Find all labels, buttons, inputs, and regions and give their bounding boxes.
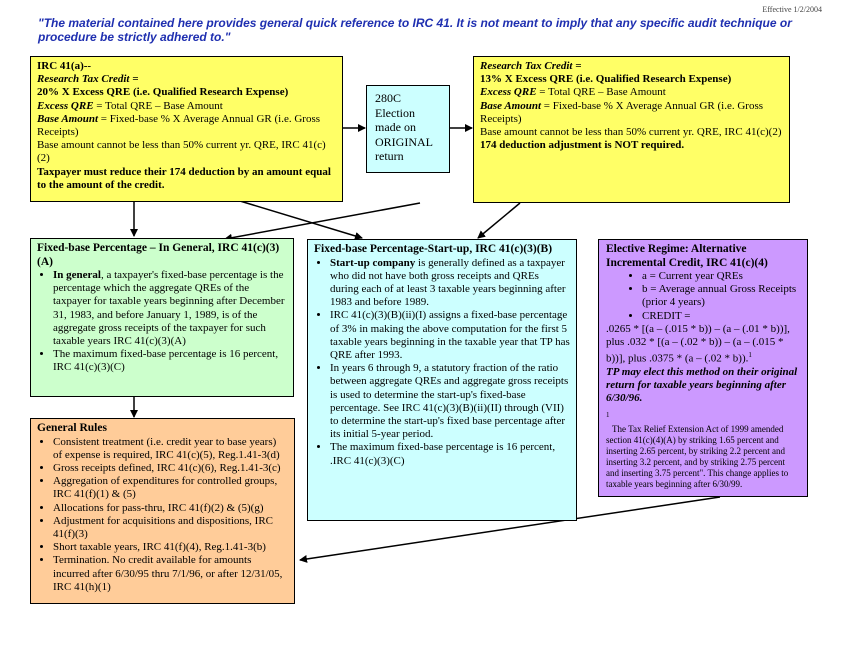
arrow-elective-to-rules [299, 496, 721, 563]
list-item: CREDIT = [642, 310, 800, 323]
list-item: Allocations for pass-thru, IRC 41(f)(2) … [53, 502, 288, 515]
base-amount-min-280c: Base amount cannot be less than 50% curr… [480, 126, 782, 139]
rtc-label-280c: Research Tax Credit [480, 60, 573, 72]
list-item: Short taxable years, IRC 41(f)(4), Reg.1… [53, 541, 288, 554]
list-item: a = Current year QREs [642, 270, 800, 283]
fixed-base-general-box: Fixed-base Percentage – In General, IRC … [30, 238, 294, 397]
rtc-eq: = [129, 73, 139, 86]
general-rules-title: General Rules [37, 422, 107, 434]
rtc-eq-280c: = [572, 60, 582, 72]
list-item: Gross receipts defined, IRC 41(c)(6), Re… [53, 462, 288, 475]
list-item: Start-up company is generally defined as… [330, 257, 570, 310]
arrow-box3-to-fixed-general [224, 202, 421, 242]
elective-regime-title: Elective Regime: Alternative Incremental… [606, 243, 768, 269]
irc41a-box: IRC 41(a)-- Research Tax Credit = 20% X … [30, 56, 343, 202]
base-amount-def: = Fixed-base % X Average Annual GR (i.e.… [37, 112, 321, 139]
list-item: Termination. No credit available for amo… [53, 554, 288, 594]
rtc-label: Research Tax Credit [37, 73, 130, 86]
base-amount-def-280c: = Fixed-base % X Average Annual GR (i.e.… [480, 99, 764, 125]
list-item: IRC 41(c)(3)(B)(ii)(I) assigns a fixed-b… [330, 309, 570, 362]
list-item: The maximum fixed-base percentage is 16 … [53, 348, 287, 374]
list-item: b = Average annual Gross Receipts (prior… [642, 283, 800, 309]
irc41a-heading: IRC 41(a)-- [37, 60, 92, 72]
tp-elect-note: TP may elect this method on their origin… [606, 366, 798, 405]
fixed-base-startup-box: Fixed-base Percentage-Start-up, IRC 41(c… [307, 239, 577, 521]
disclaimer-note: "The material contained here provides ge… [38, 16, 792, 44]
arrow-box1-to-startup [239, 200, 363, 240]
footnote-ref: 1 [748, 351, 752, 360]
arrow-box3-to-startup [477, 202, 521, 239]
fixed-base-general-title: Fixed-base Percentage – In General, IRC … [37, 242, 280, 268]
280c-credit-box: Research Tax Credit = 13% X Excess QRE (… [473, 56, 790, 203]
reduce-174-note: Taxpayer must reduce their 174 deduction… [37, 165, 331, 191]
excess-qre-label-280c: Excess QRE [480, 86, 537, 99]
base-amount-label-280c: Base Amount [480, 99, 542, 112]
list-item: Aggregation of expenditures for controll… [53, 475, 288, 501]
list-item: Consistent treatment (i.e. credit year t… [53, 436, 288, 462]
elective-regime-box: Elective Regime: Alternative Incremental… [598, 239, 808, 497]
excess-qre-label: Excess QRE [37, 99, 94, 112]
excess-qre-def: = Total QRE – Base Amount [93, 99, 223, 112]
base-amount-min: Base amount cannot be less than 50% curr… [37, 139, 326, 165]
aic-formula: .0265 * [(a – (.015 * b)) – (a – (.01 * … [606, 322, 790, 365]
rtc-formula-280c: 13% X Excess QRE (i.e. Qualified Researc… [480, 73, 732, 86]
rtc-formula: 20% X Excess QRE (i.e. Qualified Researc… [37, 86, 289, 99]
280c-election-text: 280C Election made on ORIGINAL return [375, 91, 433, 163]
list-item: In general, a taxpayer's fixed-base perc… [53, 269, 287, 348]
base-amount-label: Base Amount [37, 112, 99, 125]
list-item: The maximum fixed-base percentage is 16 … [330, 441, 570, 467]
fixed-base-startup-title: Fixed-base Percentage-Start-up, IRC 41(c… [314, 243, 553, 255]
effective-date: Effective 1/2/2004 [762, 5, 822, 14]
list-item: In years 6 through 9, a statutory fracti… [330, 362, 570, 441]
general-rules-box: General Rules Consistent treatment (i.e.… [30, 418, 295, 604]
280c-election-box: 280C Election made on ORIGINAL return [366, 85, 450, 173]
excess-qre-def-280c: = Total QRE – Base Amount [536, 86, 666, 99]
no-174-adjustment: 174 deduction adjustment is NOT required… [480, 139, 685, 152]
list-item: Adjustment for acquisitions and disposit… [53, 515, 288, 541]
